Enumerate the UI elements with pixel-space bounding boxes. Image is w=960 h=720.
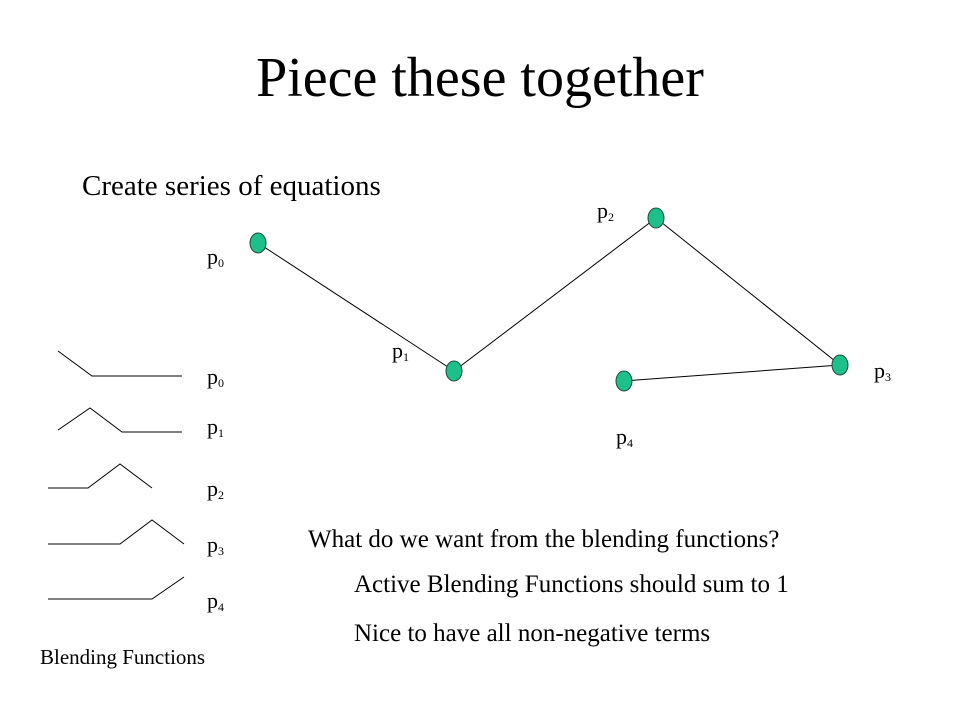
blending-function-b1 [57, 407, 182, 433]
blending-label-p3: p3 [207, 532, 224, 558]
blending-label-p4: p4 [207, 588, 224, 614]
question-text: What do we want from the blending functi… [308, 526, 780, 553]
control-point-p1 [445, 360, 463, 382]
control-point-label-p4: p4 [616, 424, 633, 450]
blending-function-b0 [57, 350, 182, 377]
control-point-p4 [615, 370, 633, 392]
control-point-p2 [647, 207, 665, 229]
slide-subtitle: Create series of equations [82, 170, 381, 202]
control-point-label-p0: p0 [207, 244, 224, 270]
control-point-label-p2: p2 [597, 198, 614, 224]
slide-title: Piece these together [256, 47, 704, 109]
blending-function-b4 [48, 576, 185, 600]
control-point-label-p1: p1 [392, 338, 409, 364]
control-polygon [257, 217, 841, 382]
segment-p2-p3 [655, 217, 841, 366]
answer-item: Active Blending Functions should sum to … [354, 571, 789, 598]
blending-function-b2 [48, 463, 153, 489]
blending-function-sketches [48, 350, 185, 600]
segment-p1-p2 [453, 217, 657, 372]
control-point-p3 [831, 354, 849, 376]
segment-p3-p4 [623, 364, 841, 382]
blending-functions-caption: Blending Functions [40, 645, 206, 669]
control-points [249, 207, 849, 392]
answer-item: Nice to have all non-negative terms [354, 620, 711, 647]
blending-function-b3 [48, 519, 185, 545]
segment-p0-p1 [257, 242, 455, 372]
blending-label-p2: p2 [207, 476, 224, 502]
blending-label-p1: p1 [207, 414, 224, 440]
control-point-label-p3: p3 [874, 358, 891, 384]
control-point-p0 [249, 232, 267, 254]
blending-label-p0: p0 [207, 364, 224, 390]
